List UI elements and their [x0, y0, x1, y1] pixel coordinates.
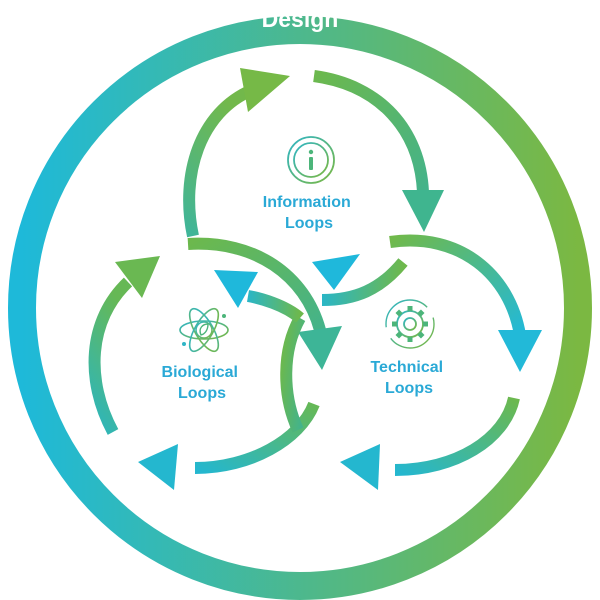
info-loop-arc-inner	[321, 258, 408, 306]
bio-loop-arrowhead-top	[115, 256, 160, 298]
info-loop-arc-right	[313, 70, 429, 193]
tech-loop-arrowhead-right	[498, 330, 542, 372]
bio-loop-arc-bottom	[194, 401, 320, 474]
technical-label-line2: Loops	[385, 380, 433, 397]
information-label-line2: Loops	[285, 215, 333, 232]
diagram-title: Design	[262, 6, 339, 32]
tech-loop-arrowhead-inner	[214, 270, 258, 308]
bio-loop-arrowhead-bottom	[138, 444, 178, 490]
biological-loops-label: Biological Loops	[162, 364, 243, 402]
information-loops-label: Information Loops	[263, 194, 355, 232]
technical-label-line1: Technical	[370, 359, 443, 376]
bio-loop-arc-top	[187, 237, 326, 332]
info-loop-arrowhead-top	[240, 68, 290, 112]
biological-loop	[88, 237, 342, 490]
technical-loop	[214, 234, 542, 490]
biological-label-line1: Biological	[162, 364, 238, 381]
outer-ring	[8, 16, 592, 600]
tech-loop-arc-inner	[280, 315, 306, 433]
bio-loop-arc-left	[88, 277, 133, 435]
tech-loop-arc-bottom	[394, 396, 520, 476]
tech-loop-arrowhead-bottom	[340, 444, 380, 490]
info-icon	[287, 136, 335, 184]
info-loop-arrowhead-inner	[312, 254, 360, 290]
atom-leaf-icon	[179, 307, 229, 353]
gear-icon	[385, 299, 435, 349]
info-loop-arc-left	[183, 84, 255, 238]
tech-loop-arc-top	[389, 234, 526, 337]
biological-label-line2: Loops	[178, 385, 226, 402]
info-loop-arrowhead-right	[402, 190, 444, 232]
technical-loops-label: Technical Loops	[370, 359, 447, 397]
information-label-line1: Information	[263, 194, 351, 211]
information-loop	[183, 68, 444, 306]
bio-loop-arrowhead-center	[298, 326, 342, 370]
tech-loop-arc-inner-2	[246, 290, 304, 323]
